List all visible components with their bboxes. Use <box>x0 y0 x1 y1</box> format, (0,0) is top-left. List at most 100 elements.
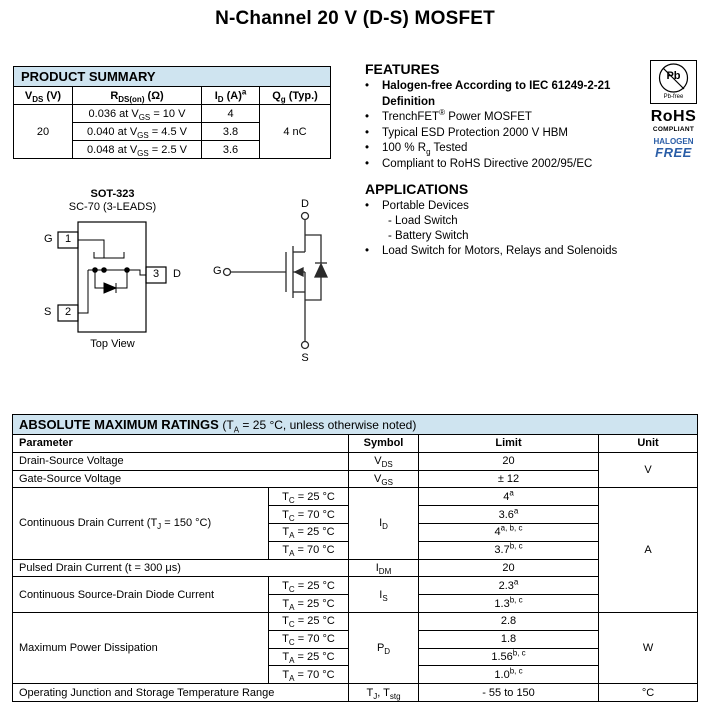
param-cell: Maximum Power Dissipation <box>12 611 269 685</box>
param-cell: Operating Junction and Storage Temperatu… <box>12 683 349 702</box>
limit-cell: 20 <box>418 451 599 471</box>
limit-cell: 3.6a <box>418 505 599 524</box>
list-item: • Portable Devices - Load Switch - Batte… <box>365 199 647 244</box>
mosfet-symbol-drawing <box>222 211 329 350</box>
condition-cell: TC = 25 °C <box>268 611 349 631</box>
symbol-drain-label: D <box>301 198 309 210</box>
pin2-number: 2 <box>64 306 72 318</box>
col-header-limit: Limit <box>418 434 599 453</box>
application-subitem: - Load Switch <box>388 215 458 227</box>
pb-free-label: Pb-free <box>663 94 684 100</box>
limit-cell: 1.3b, c <box>418 594 599 613</box>
condition-cell: TC = 25 °C <box>268 487 349 507</box>
limit-cell: 4a <box>418 487 599 507</box>
symbol-cell: IS <box>348 576 419 613</box>
package-name: SOT-323 <box>90 188 135 200</box>
param-cell: Continuous Drain Current (TJ = 150 °C) <box>12 487 269 560</box>
package-subname: SC-70 (3-LEADS) <box>68 201 157 213</box>
limit-cell: 2.3a <box>418 576 599 596</box>
product-summary-table: PRODUCT SUMMARY VDS (V) RDS(on) (Ω) ID (… <box>12 66 332 159</box>
features-heading: FEATURES <box>365 61 440 77</box>
pin1-gate-label: G <box>44 233 53 245</box>
bullet-icon: • <box>365 80 370 92</box>
absolute-maximum-ratings-table: ABSOLUTE MAXIMUM RATINGS (TA = 25 °C, un… <box>11 414 699 702</box>
limit-cell: 4a, b, c <box>418 522 599 542</box>
pin3-drain-label: D <box>173 268 181 280</box>
condition-cell: TC = 70 °C <box>268 629 349 649</box>
rds-cell: 0.036 at VGS = 10 V <box>72 104 202 123</box>
list-item: •Typical ESD Protection 2000 V HBM <box>365 126 647 142</box>
col-header-rds-on: RDS(on) (Ω) <box>72 86 202 105</box>
limit-cell: 3.7b, c <box>418 540 599 560</box>
symbol-cell: ID <box>348 487 419 560</box>
condition-cell: TA = 25 °C <box>268 594 349 613</box>
list-item: •Compliant to RoHS Directive 2002/95/EC <box>365 157 647 173</box>
list-item: •100 % Rg Tested <box>365 142 468 157</box>
rohs-badge: RoHS <box>650 108 697 125</box>
bullet-icon: • <box>365 126 370 139</box>
application-subitem: - Battery Switch <box>388 230 469 242</box>
list-item: •Halogen-free According to IEC 61249-2-2… <box>365 79 647 110</box>
limit-cell: 1.0b, c <box>418 665 599 685</box>
package-caption: Top View <box>90 338 135 350</box>
pb-free-badge <box>650 60 697 104</box>
page-title: N-Channel 20 V (D-S) MOSFET <box>215 8 495 29</box>
condition-cell: TA = 25 °C <box>268 522 349 542</box>
applications-heading: APPLICATIONS <box>365 181 469 197</box>
pb-symbol-label: Pb <box>666 70 681 82</box>
param-cell: Drain-Source Voltage <box>12 451 349 471</box>
limit-cell: 1.8 <box>418 629 599 649</box>
unit-cell: °C <box>597 683 699 702</box>
list-item: • Load Switch for Motors, Relays and Sole… <box>365 244 647 259</box>
limit-cell: - 55 to 150 <box>418 683 599 702</box>
rohs-compliant-label: COMPLIANT <box>652 126 695 133</box>
col-header-id: ID (A)a <box>201 86 260 105</box>
rds-cell: 0.040 at VGS = 4.5 V <box>72 122 202 141</box>
col-header-unit: Unit <box>597 434 699 453</box>
halogen-free-label: FREE <box>655 145 692 160</box>
condition-cell: TA = 25 °C <box>268 647 349 667</box>
symbol-cell: VGS <box>348 469 419 489</box>
col-header-qg: Qg (Typ.) <box>258 86 332 105</box>
bullet-icon: • <box>365 111 370 123</box>
package-internal-schematic <box>78 239 146 314</box>
param-cell: Gate-Source Voltage <box>12 469 349 489</box>
application-text: Portable Devices <box>382 200 469 212</box>
col-header-vds: VDS (V) <box>13 86 73 105</box>
abs-max-title: ABSOLUTE MAXIMUM RATINGS (TA = 25 °C, un… <box>11 414 699 435</box>
symbol-cell: IDM <box>348 558 419 578</box>
pin1-number: 1 <box>64 233 72 245</box>
qg-value-cell: 4 nC <box>258 104 332 159</box>
symbol-source-label: S <box>301 352 309 364</box>
limit-cell: 1.56b, c <box>418 647 599 667</box>
unit-cell: A <box>597 487 699 613</box>
unit-cell: V <box>597 451 699 489</box>
halogen-label: HALOGEN <box>653 137 694 146</box>
col-header-parameter: Parameter <box>12 434 349 453</box>
symbol-cell: PD <box>348 611 419 685</box>
application-text: Load Switch for Motors, Relays and Solen… <box>382 245 618 257</box>
unit-cell: W <box>597 611 699 685</box>
param-cell: Pulsed Drain Current (t = 300 μs) <box>12 558 349 578</box>
bullet-icon: • <box>365 157 370 170</box>
bullet-icon: • <box>365 245 370 257</box>
param-cell: Continuous Source-Drain Diode Current <box>12 576 269 613</box>
condition-cell: TC = 70 °C <box>268 505 349 524</box>
pin2-source-label: S <box>44 306 52 318</box>
symbol-cell: TJ, Tstg <box>348 683 419 702</box>
vds-value-cell: 20 <box>13 104 73 159</box>
id-cell: 3.6 <box>201 140 260 159</box>
abs-max-title-note: (TA = 25 °C, unless otherwise noted) <box>222 418 417 435</box>
limit-cell: ± 12 <box>418 469 599 489</box>
list-item: •TrenchFET® Power MOSFET <box>365 109 647 126</box>
bullet-icon: • <box>365 200 370 212</box>
condition-cell: TA = 70 °C <box>268 665 349 685</box>
limit-cell: 20 <box>418 558 599 578</box>
symbol-gate-label: G <box>213 265 222 277</box>
condition-cell: TC = 25 °C <box>268 576 349 596</box>
abs-max-title-text: ABSOLUTE MAXIMUM RATINGS <box>19 417 223 432</box>
product-summary-title: PRODUCT SUMMARY <box>12 66 332 87</box>
limit-cell: 2.8 <box>418 611 599 631</box>
condition-cell: TA = 70 °C <box>268 540 349 560</box>
